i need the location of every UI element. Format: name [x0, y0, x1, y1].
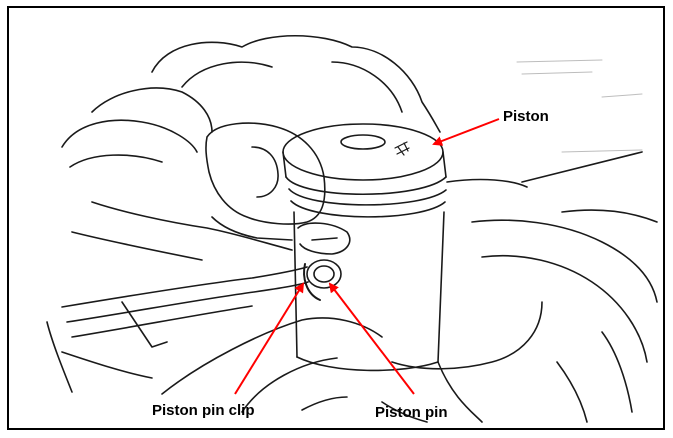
piston-drawing	[283, 124, 446, 370]
label-piston-pin-clip: Piston pin clip	[152, 402, 255, 419]
piston-illustration	[9, 8, 663, 428]
label-piston-pin: Piston pin	[375, 404, 448, 421]
pliers-drawing	[47, 267, 308, 392]
piston-pin-drawing	[304, 260, 341, 300]
background-texture	[517, 60, 642, 152]
figure-frame: Piston Piston pin clip Piston pin	[7, 6, 665, 430]
piston-arrow	[434, 119, 499, 144]
piston-pin-clip-arrow	[235, 284, 303, 394]
engine-body-drawing	[447, 152, 657, 422]
piston-pin-arrow	[330, 284, 414, 394]
label-piston: Piston	[503, 108, 549, 125]
hand-drawing	[62, 36, 440, 260]
